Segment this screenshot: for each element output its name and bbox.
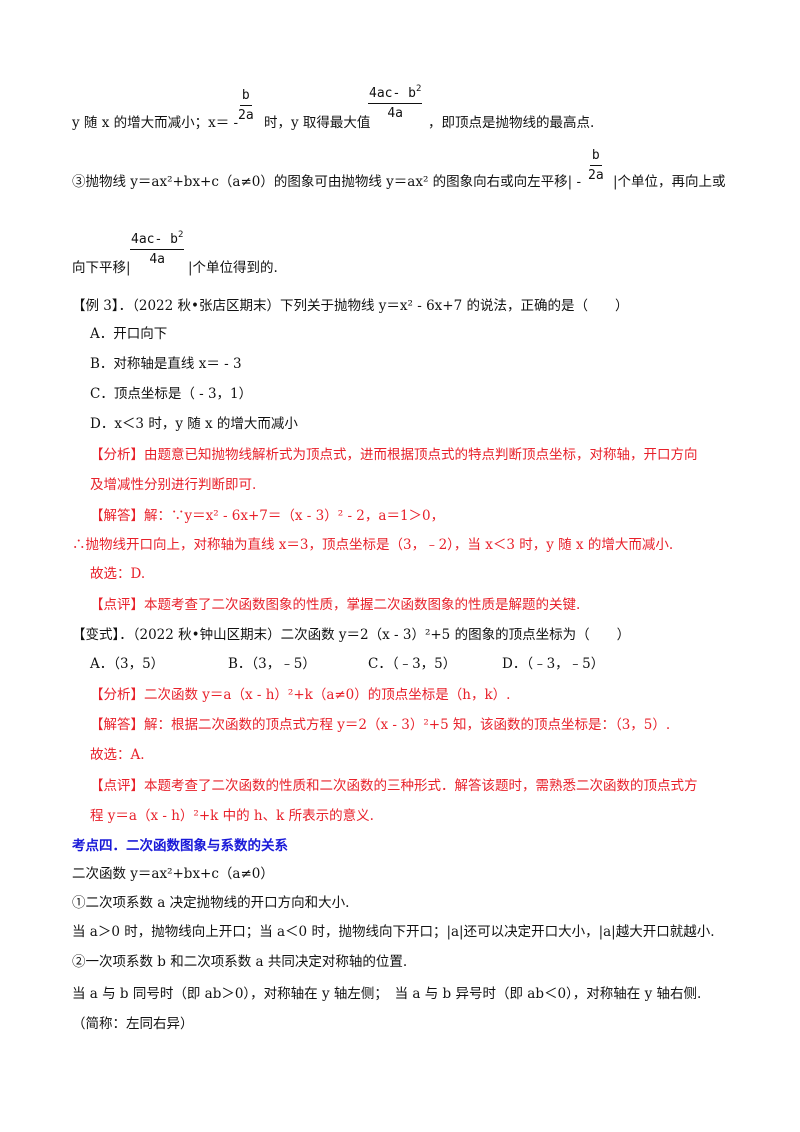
- variant-solution-1: 【解答】解：根据二次函数的顶点式方程 y＝2（x - 3）²+5 知，该函数的顶…: [90, 717, 671, 733]
- fraction-denominator: 2a: [238, 108, 254, 123]
- fraction-b-over-2a: b 2a: [238, 88, 254, 123]
- solution-line-3: 故选：D.: [90, 566, 146, 582]
- fraction-denominator: 2a: [588, 168, 604, 183]
- text-line-3a: 向下平移|: [72, 260, 131, 276]
- fraction-4ac-over-4a-2: 4ac- b2 4a: [128, 230, 186, 267]
- option-d: D．x＜3 时，y 随 x 的增大而减小: [90, 416, 298, 432]
- kp4-line-4: ②一次项系数 b 和二次项系数 a 共同决定对称轴的位置.: [72, 954, 408, 970]
- variant-review-1: 【点评】本题考查了二次函数的性质和二次函数的三种形式．解答该题时，需熟悉二次函数…: [90, 778, 698, 794]
- review: 【点评】本题考查了二次函数图象的性质，掌握二次函数图象的性质是解题的关键.: [90, 597, 581, 613]
- fraction-denominator: 4a: [149, 252, 166, 267]
- kp4-line-2: ①二次项系数 a 决定抛物线的开口方向和大小.: [72, 895, 350, 911]
- fraction-numerator: b: [591, 148, 600, 163]
- text-line-1b: 时，y 取得最大值: [264, 115, 371, 131]
- fraction-bar: [590, 165, 602, 166]
- option-c: C．顶点坐标是（ - 3，1）: [90, 386, 253, 402]
- fraction-bar: [240, 105, 252, 106]
- analysis-line-1: 【分析】由题意已知抛物线解析式为顶点式，进而根据顶点式的特点判断顶点坐标，对称轴…: [90, 447, 698, 463]
- option-a: A．开口向下: [90, 326, 168, 342]
- fraction-4ac-over-4a: 4ac- b2 4a: [366, 84, 424, 121]
- kp4-line-3: 当 a＞0 时，抛物线向上开口；当 a＜0 时，抛物线向下开口；|a|还可以决定…: [72, 924, 715, 940]
- variant-solution-2: 故选：A.: [90, 747, 145, 763]
- variant-option-d: D．（﹣3，﹣5）: [502, 656, 605, 672]
- variant-question: 【变式】．（2022 秋•钟山区期末）二次函数 y＝2（x - 3）²+5 的图…: [72, 627, 631, 643]
- example-3-question: 【例 3】．（2022 秋•张店区期末）下列关于抛物线 y＝x² - 6x+7 …: [72, 298, 629, 314]
- fraction-numerator: 4ac- b2: [369, 84, 422, 101]
- fraction-bar: [368, 103, 423, 104]
- text-line-1a: y 随 x 的增大而减小；x＝ -: [72, 115, 239, 131]
- analysis-line-2: 及增减性分别进行判断即可.: [90, 477, 257, 493]
- solution-line-1: 【解答】解：∵y＝x² - 6x+7＝（x - 3）² - 2，a＝1＞0，: [90, 508, 445, 524]
- fraction-denominator: 4a: [387, 106, 404, 121]
- kp4-line-5: 当 a 与 b 同号时（即 ab＞0），对称轴在 y 轴左侧； 当 a 与 b …: [72, 986, 702, 1002]
- fraction-bar: [130, 249, 185, 250]
- text-line-3b: |个单位得到的.: [188, 260, 278, 276]
- fraction-numerator: b: [241, 88, 250, 103]
- variant-option-a: A．（3，5）: [90, 656, 165, 672]
- variant-option-b: B．（3，﹣5）: [228, 656, 316, 672]
- section-heading: 考点四．二次函数图象与系数的关系: [72, 838, 288, 854]
- variant-review-2: 程 y＝a（x - h）²+k 中的 h、k 所表示的意义.: [90, 808, 374, 824]
- fraction-numerator: 4ac- b2: [131, 230, 184, 247]
- text-line-2b: |个单位，再向上或: [613, 174, 726, 190]
- variant-option-c: C．（﹣3，5）: [368, 656, 457, 672]
- kp4-line-6: （简称：左同右异）: [72, 1016, 194, 1032]
- option-b: B．对称轴是直线 x＝ - 3: [90, 356, 242, 372]
- variant-analysis: 【分析】二次函数 y＝a（x - h）²+k（a≠0）的顶点坐标是（h，k）.: [90, 687, 511, 703]
- fraction-b-over-2a-2: b 2a: [588, 148, 604, 183]
- kp4-line-1: 二次函数 y＝ax²+bx+c（a≠0）: [72, 866, 274, 882]
- text-line-2: ③抛物线 y＝ax²+bx+c（a≠0）的图象可由抛物线 y＝ax² 的图象向右…: [72, 174, 582, 190]
- solution-line-2: ∴抛物线开口向上，对称轴为直线 x＝3，顶点坐标是（3，﹣2），当 x＜3 时，…: [72, 537, 674, 553]
- text-line-1c: ，即顶点是抛物线的最高点.: [428, 115, 595, 131]
